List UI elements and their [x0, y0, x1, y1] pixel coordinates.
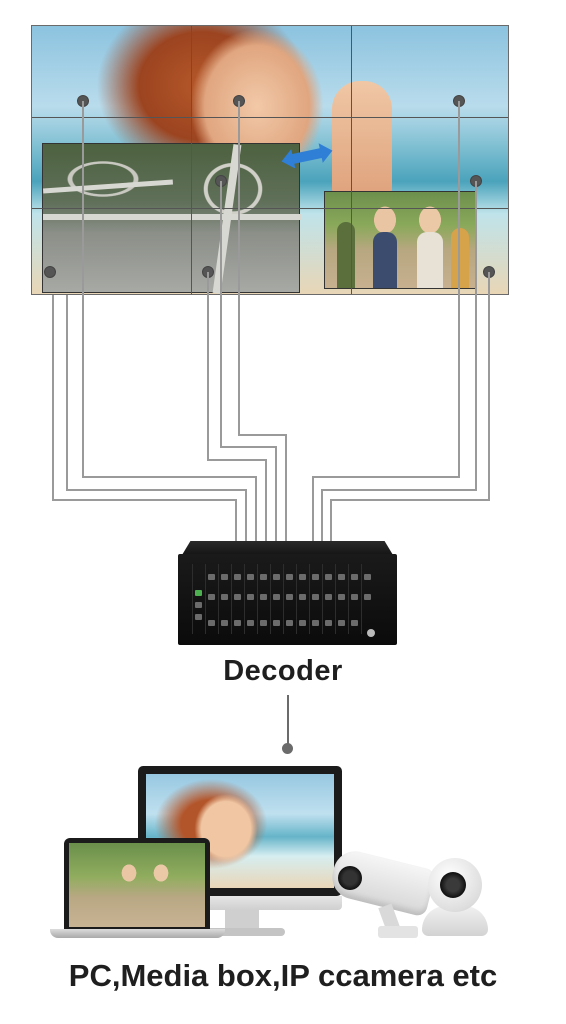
monitor-stand — [225, 910, 259, 930]
connection-dot — [483, 266, 495, 278]
source-connector-line — [287, 695, 289, 747]
wall-grid-line — [351, 26, 352, 294]
aerial-city-window — [42, 143, 301, 294]
sources-label: PC,Media box,IP ccamera etc — [68, 958, 498, 993]
connection-dot — [282, 743, 293, 754]
concert-window — [324, 191, 476, 289]
connection-dot — [44, 266, 56, 278]
connection-dot — [77, 95, 89, 107]
swap-arrow-icon — [281, 143, 333, 168]
hand-image — [332, 81, 392, 201]
laptop-icon — [64, 838, 210, 930]
connection-dot — [233, 95, 245, 107]
connection-dot — [215, 175, 227, 187]
connection-dot — [470, 175, 482, 187]
camera-lens — [440, 872, 466, 898]
wall-grid-line — [32, 208, 508, 209]
camera-wall-plate — [378, 926, 418, 938]
video-wall — [31, 25, 509, 295]
camera-lens — [338, 866, 362, 890]
decoder-chassis-icon — [178, 541, 397, 645]
connection-dot — [453, 95, 465, 107]
laptop-base — [50, 929, 225, 938]
monitor-base — [195, 928, 285, 936]
wall-grid-line — [32, 117, 508, 118]
decoder-label: Decoder — [223, 655, 343, 687]
wall-grid-line — [191, 26, 192, 294]
connection-dot — [202, 266, 214, 278]
